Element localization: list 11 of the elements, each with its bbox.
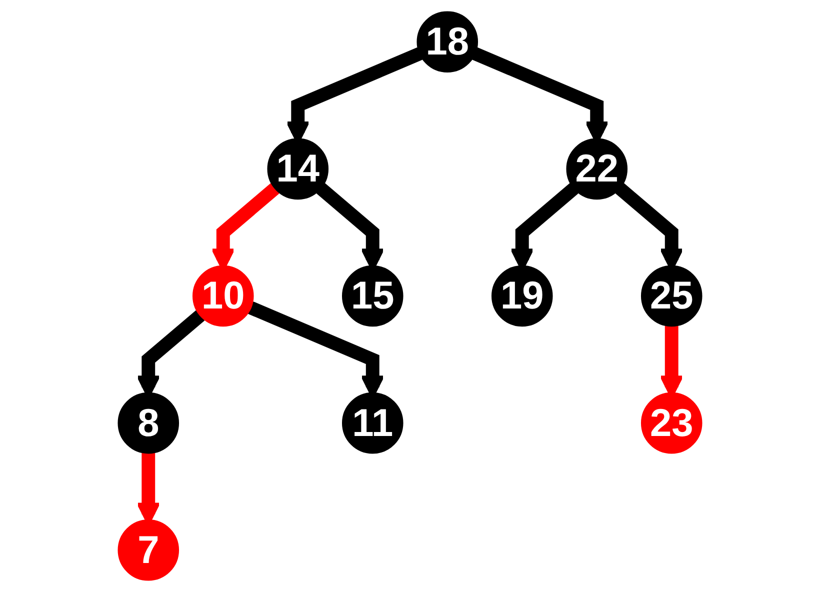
node-circle: 18 bbox=[416, 11, 478, 72]
node-circle: 10 bbox=[192, 265, 254, 327]
node-circle: 7 bbox=[118, 520, 180, 581]
node-circle: 25 bbox=[640, 265, 702, 327]
node-circle: 11 bbox=[342, 392, 404, 454]
node-circle: 15 bbox=[342, 265, 404, 327]
node-circle: 19 bbox=[491, 265, 553, 327]
node-circle: 8 bbox=[118, 392, 180, 454]
node-circle: 22 bbox=[566, 138, 628, 200]
node-circle: 14 bbox=[267, 138, 329, 200]
node-circle: 23 bbox=[640, 392, 702, 454]
